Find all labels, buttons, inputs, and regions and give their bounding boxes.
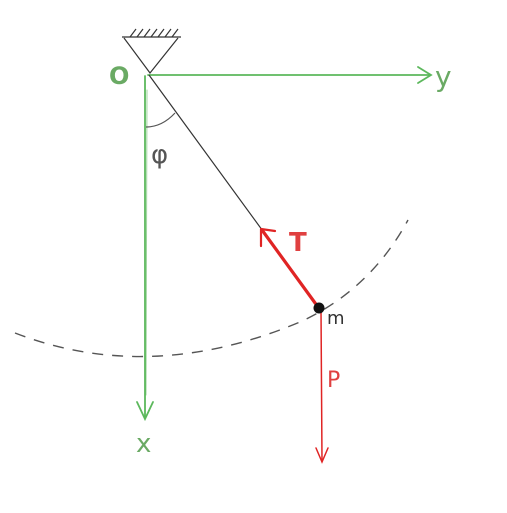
tension-label: T: [289, 228, 307, 258]
tension-vector: [259, 227, 320, 309]
tension-arrowhead: [259, 227, 277, 248]
weight-arrowhead: [315, 447, 329, 464]
weight-label: P: [327, 368, 340, 393]
fixed-support: [122, 28, 181, 74]
origin-label: O: [109, 62, 129, 90]
angle-arc: [145, 112, 176, 128]
y-axis: [147, 66, 433, 84]
weight-vector: [315, 308, 329, 464]
y-axis-label: y: [435, 60, 452, 93]
x-axis: [136, 75, 154, 422]
angle-label: φ: [151, 140, 168, 170]
x-axis-label: x: [136, 429, 151, 459]
trajectory-arc: [14, 219, 409, 358]
mass-point: [313, 302, 325, 314]
y-axis-arrowhead: [417, 66, 433, 84]
x-axis-arrowhead: [136, 401, 154, 422]
mass-label: m: [327, 308, 345, 329]
